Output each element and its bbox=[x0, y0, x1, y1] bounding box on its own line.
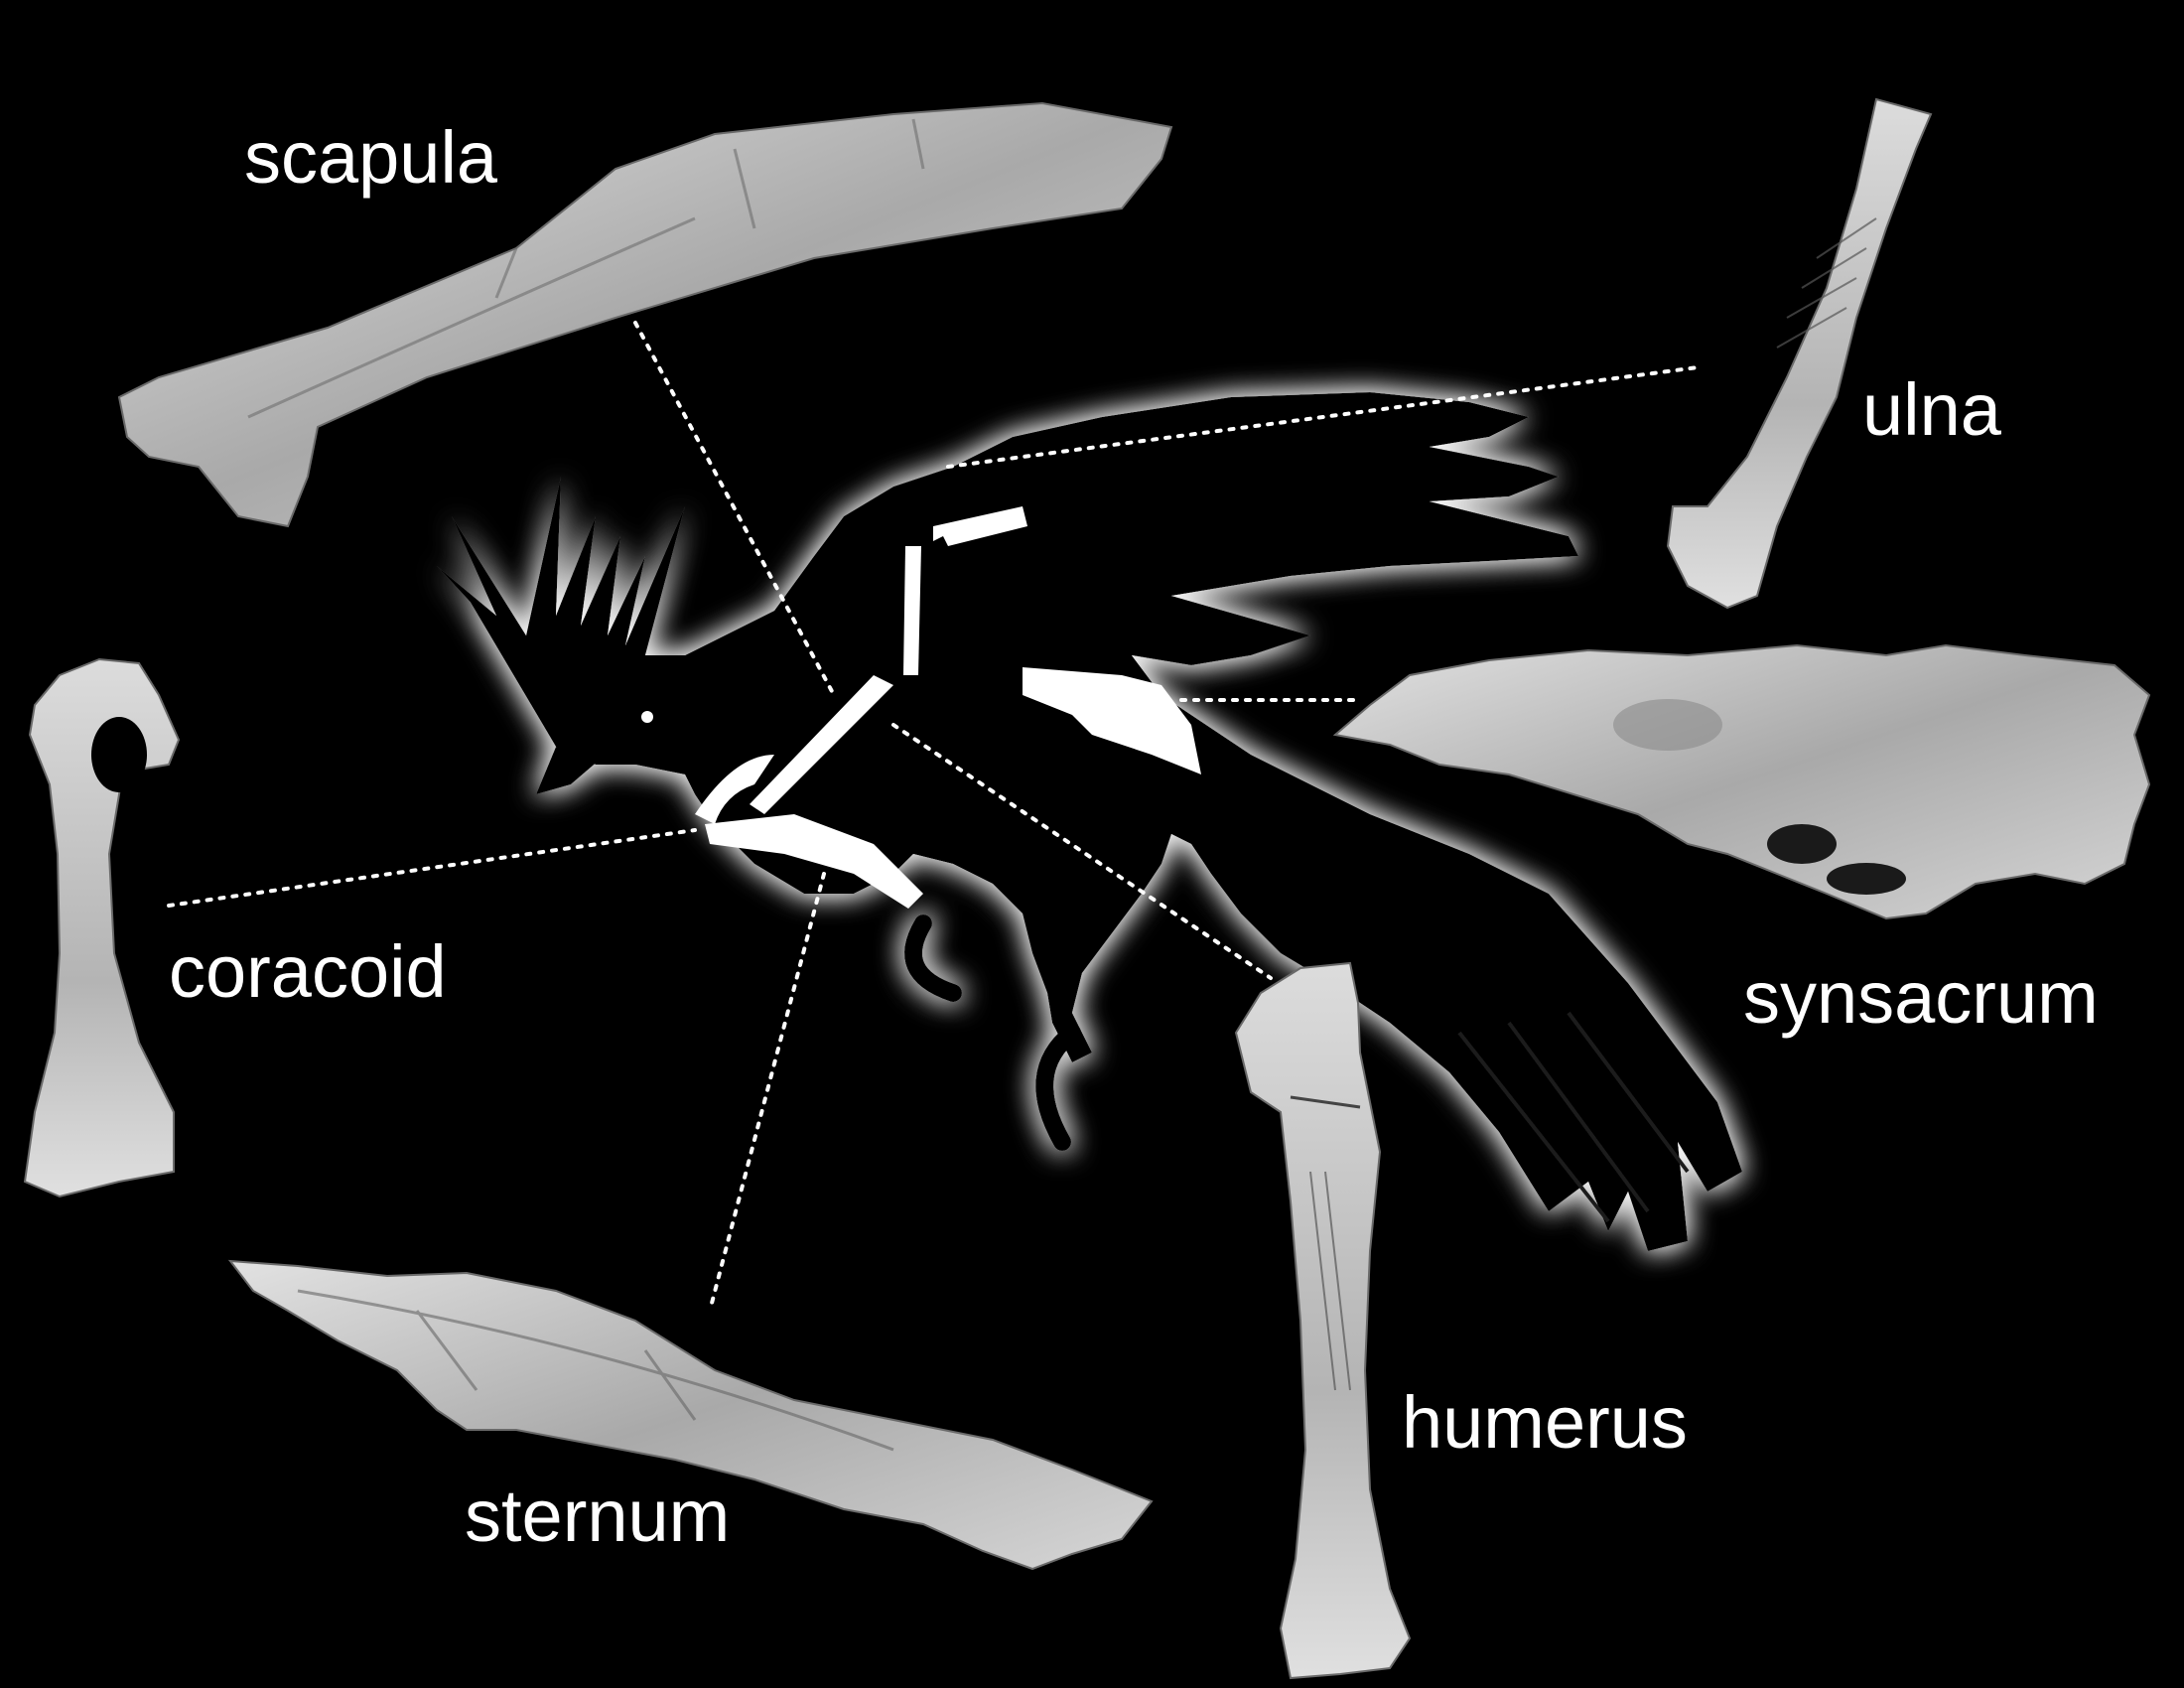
leader-ulna bbox=[946, 365, 1700, 469]
bird-body bbox=[536, 392, 1742, 1251]
scapula-bone bbox=[117, 101, 1173, 528]
label-coracoid: coracoid bbox=[169, 930, 447, 1013]
bird-beak bbox=[536, 747, 606, 794]
wing-feathers bbox=[1457, 1011, 1690, 1223]
leader-humerus bbox=[891, 723, 1273, 980]
label-humerus: humerus bbox=[1402, 1381, 1688, 1464]
silhouette-eye bbox=[641, 711, 653, 723]
label-sternum: sternum bbox=[465, 1475, 731, 1557]
silhouette-coracoid bbox=[695, 755, 774, 824]
humerus-bone bbox=[1234, 961, 1412, 1680]
leader-scapula bbox=[633, 321, 836, 697]
leader-sternum bbox=[708, 872, 826, 1313]
silhouette-radius bbox=[750, 675, 893, 814]
bird-talon-left bbox=[904, 914, 962, 1002]
silhouette-ulna bbox=[933, 506, 1027, 546]
ulna-bone bbox=[1666, 97, 1933, 610]
silhouette-sternum bbox=[705, 814, 923, 909]
silhouette-humerus bbox=[903, 546, 921, 675]
silhouette-bones bbox=[641, 506, 1201, 909]
silhouette-synsacrum bbox=[1023, 667, 1201, 774]
label-synsacrum: synsacrum bbox=[1743, 956, 2099, 1039]
label-ulna: ulna bbox=[1862, 368, 2001, 451]
sternum-bone bbox=[227, 1259, 1154, 1571]
leader-coracoid bbox=[167, 828, 697, 908]
synsacrum-bone bbox=[1332, 643, 2151, 920]
leader-lines bbox=[167, 321, 1700, 1313]
bird-talon-right bbox=[1035, 1024, 1081, 1151]
coracoid-bone bbox=[23, 657, 181, 1198]
bird-silhouette bbox=[437, 392, 1742, 1251]
label-scapula: scapula bbox=[244, 116, 498, 199]
